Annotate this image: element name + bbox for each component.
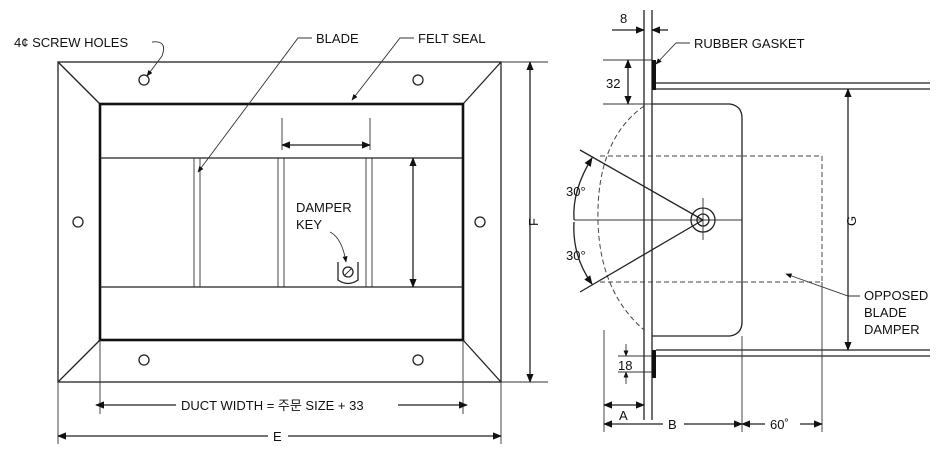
side-view: 30° 30° 8 RUBBER GASKET 32 G OPPOSED BLA… <box>566 10 930 432</box>
duct-width-label: DUCT WIDTH = 주문 SIZE + 33 <box>181 398 364 413</box>
opposed-label-line2: BLADE <box>864 305 907 320</box>
screw-hole <box>72 216 84 228</box>
damper-key <box>337 262 359 285</box>
g-dimension-label: G <box>844 216 859 226</box>
felt-seal-label: FELT SEAL <box>418 31 485 46</box>
front-view: 4¢ SCREW HOLES BLADE FELT SEAL DAMPER KE… <box>14 31 548 444</box>
screw-hole <box>412 74 424 86</box>
blade-lines <box>193 158 373 287</box>
a-dimension-label: A <box>619 408 628 423</box>
outer-frame <box>57 61 502 383</box>
screw-hole <box>138 74 150 86</box>
extension-dimension-label: 60˚ <box>770 417 789 432</box>
rubber-gasket <box>652 350 656 378</box>
rubber-gasket-label: RUBBER GASKET <box>694 36 805 51</box>
overall-width-label: E <box>273 429 282 444</box>
screw-holes <box>72 74 486 366</box>
opposed-label-line1: OPPOSED <box>864 288 928 303</box>
damper-key-label-line2: KEY <box>296 217 322 232</box>
screw-hole <box>138 354 150 366</box>
flange-height-label: 32 <box>606 76 620 91</box>
screw-hole <box>412 354 424 366</box>
inner-opening <box>98 102 465 342</box>
height-dimension-label: F <box>526 218 541 226</box>
rubber-gasket <box>652 60 656 90</box>
b-dimension-label: B <box>668 417 677 432</box>
angle-top-label: 30° <box>566 184 586 199</box>
thickness-label: 8 <box>620 11 627 26</box>
blade-label: BLADE <box>316 31 359 46</box>
opposed-label-line3: DAMPER <box>864 322 920 337</box>
small-dimension-label: 18 <box>618 358 632 373</box>
damper-hub <box>690 207 716 233</box>
screw-holes-label: 4¢ SCREW HOLES <box>14 35 128 50</box>
damper-key-label-line1: DAMPER <box>296 200 352 215</box>
screw-hole <box>474 216 486 228</box>
angle-bottom-label: 30° <box>566 248 586 263</box>
